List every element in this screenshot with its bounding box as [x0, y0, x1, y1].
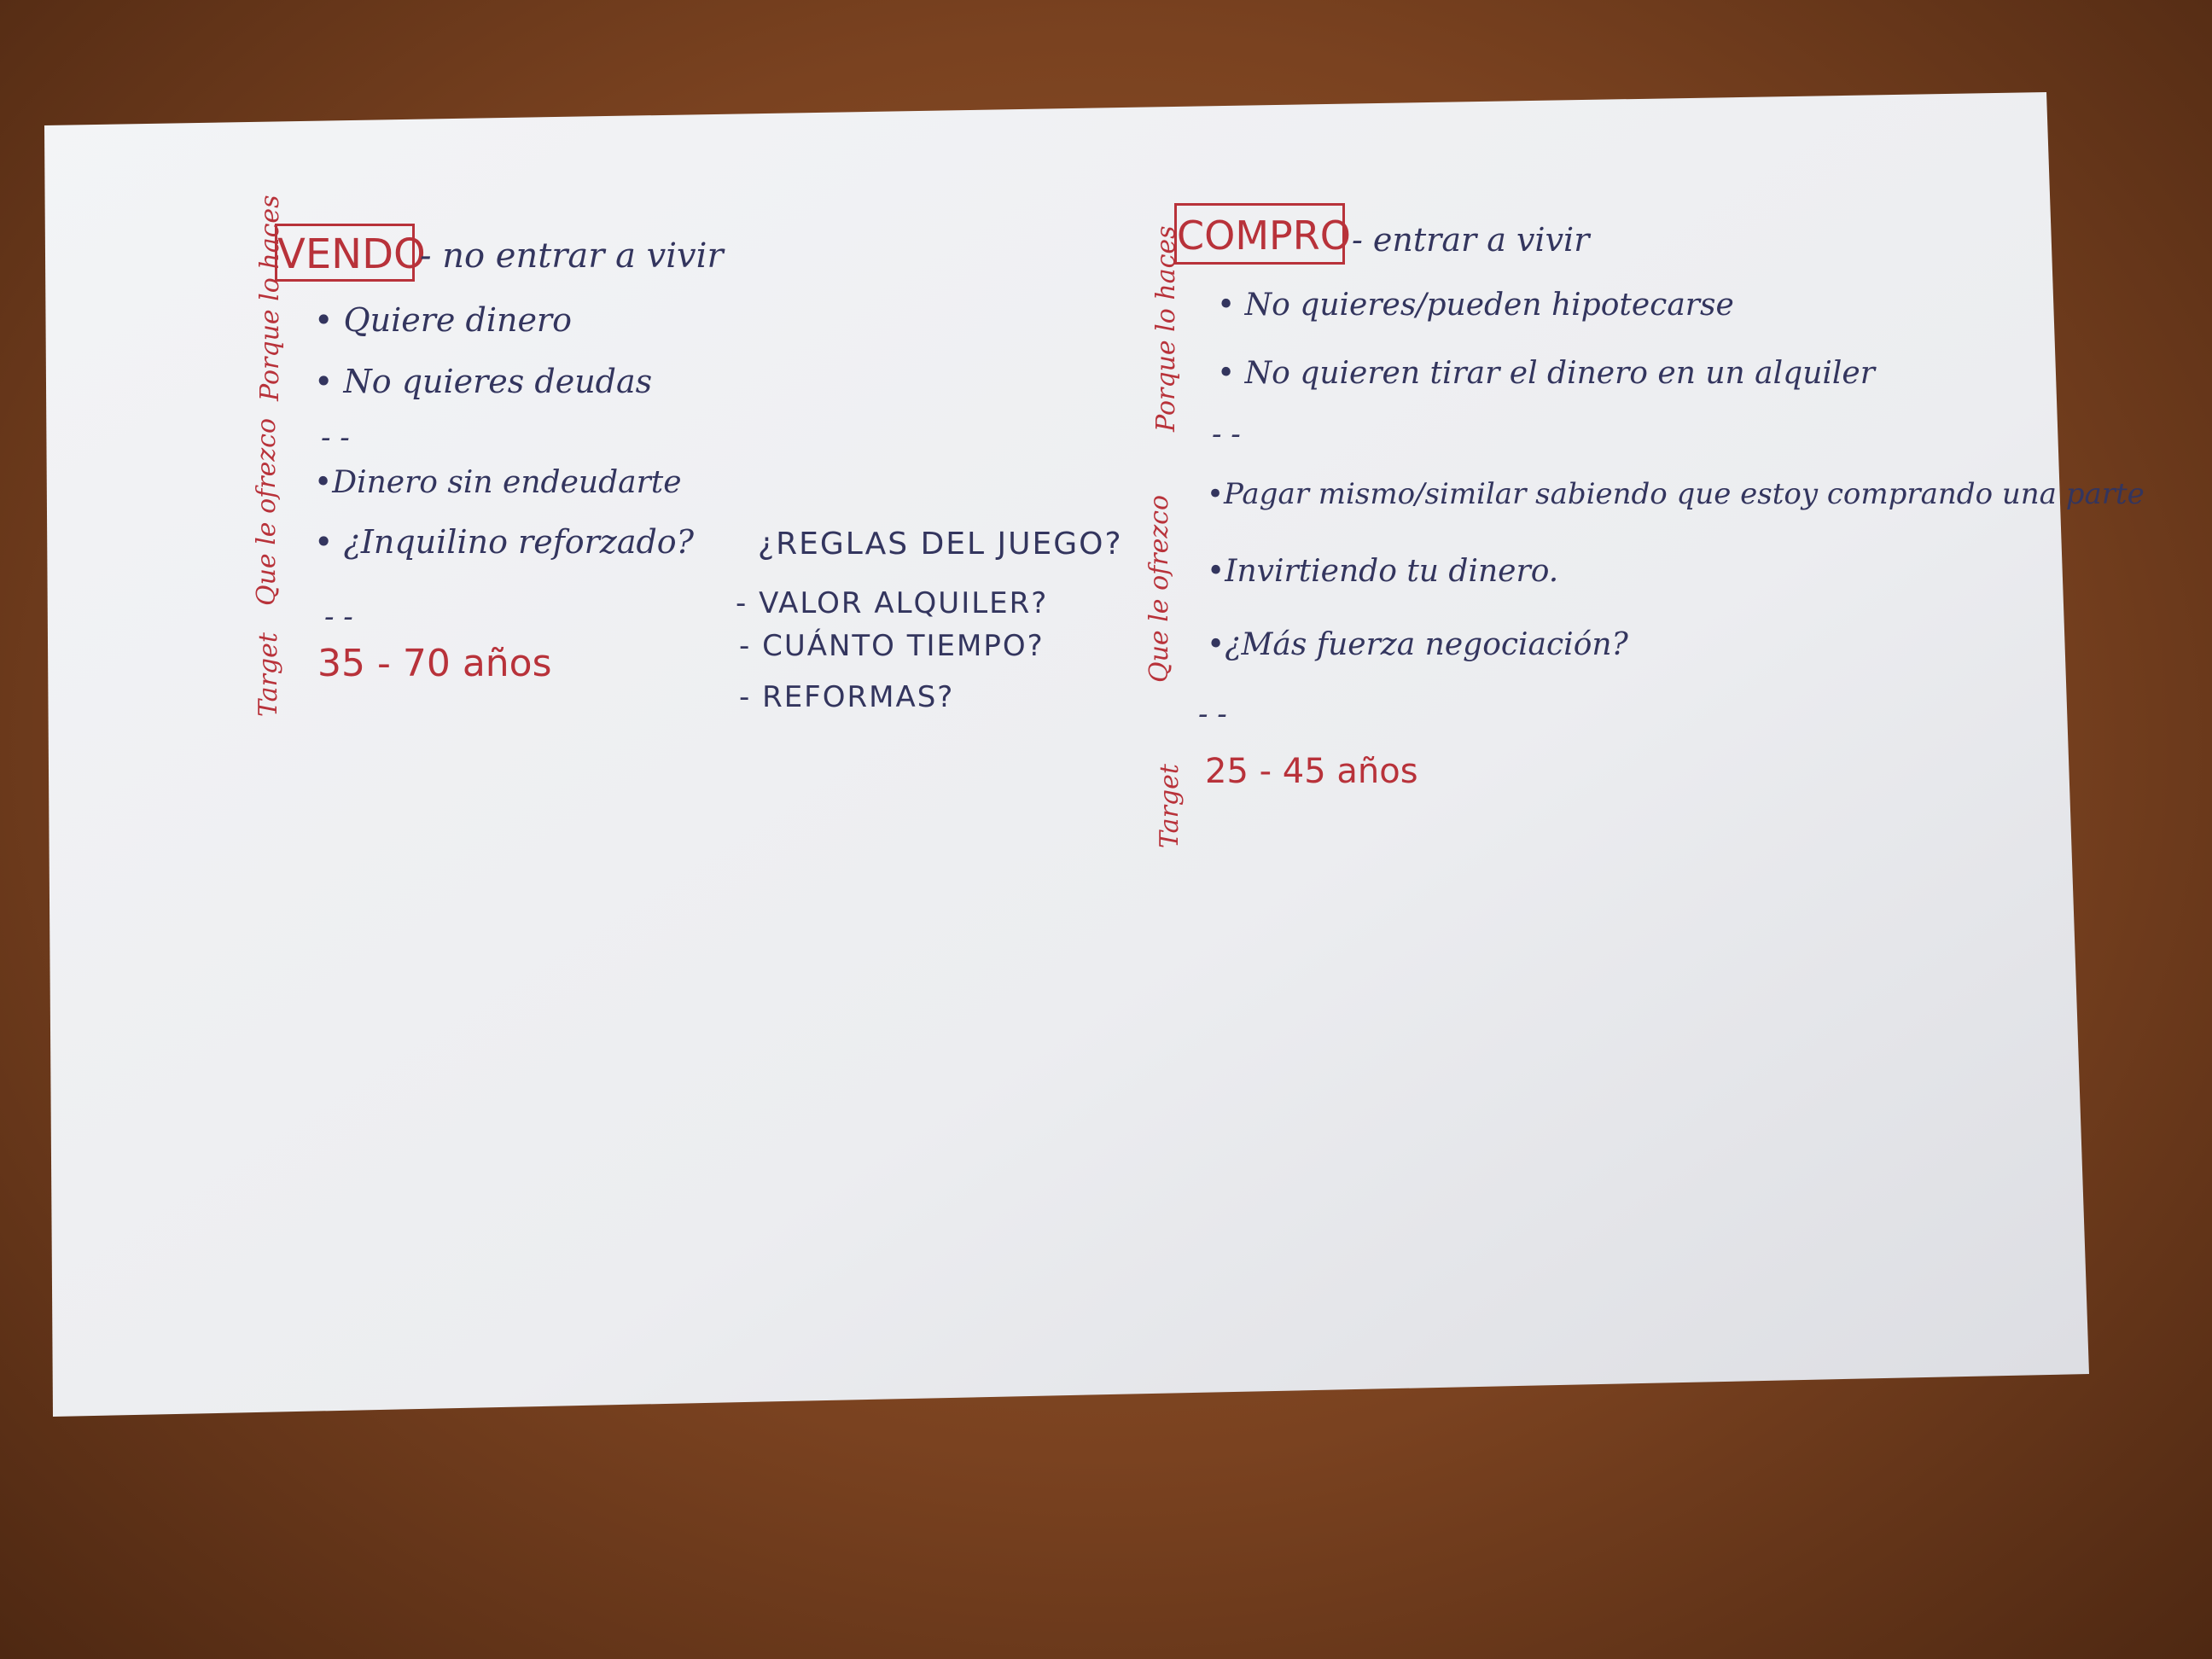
vendo-heading-box: VENDO	[275, 224, 426, 282]
rules-item-1: - VALOR ALQUILER?	[736, 586, 1049, 620]
compro-heading-box: COMPRO	[1174, 203, 1351, 265]
compro-heading: COMPRO	[1177, 212, 1351, 259]
vendo-offer-item-2: • ¿Inquilino reforzado?	[314, 523, 695, 561]
vendo-separator-2: - -	[324, 600, 353, 634]
compro-offer-label: Que le ofrezco	[1144, 494, 1174, 683]
vendo-offer-label: Que le ofrezco	[252, 417, 282, 606]
compro-why-item-2: • No quieren tirar el dinero en un alqui…	[1217, 356, 1875, 391]
compro-why-label: Porque lo haces	[1151, 225, 1181, 432]
rules-item-3: - REFORMAS?	[739, 680, 955, 714]
compro-heading-note: - entrar a vivir	[1352, 221, 1590, 259]
vendo-heading: VENDO	[277, 230, 426, 278]
compro-offer-item-3: •¿Más fuerza negociación?	[1207, 627, 1628, 662]
compro-target-value: 25 - 45 años	[1205, 752, 1418, 791]
compro-offer-item-2: •Invirtiendo tu dinero.	[1207, 554, 1559, 589]
compro-why-item-1: • No quieres/pueden hipotecarse	[1217, 288, 1734, 323]
compro-offer-item-1: •Pagar mismo/similar sabiendo que estoy …	[1207, 477, 2145, 511]
vendo-why-item-1: • Quiere dinero	[314, 301, 572, 339]
compro-target-label: Target	[1155, 764, 1185, 848]
vendo-why-label: Porque lo haces	[255, 195, 285, 401]
vendo-target-label: Target	[253, 632, 283, 717]
vendo-target-value: 35 - 70 años	[317, 642, 552, 685]
rules-title: ¿REGLAS DEL JUEGO?	[758, 527, 1123, 562]
compro-separator-2: - -	[1198, 697, 1227, 731]
vendo-heading-note: - no entrar a vivir	[420, 236, 724, 276]
compro-separator-1: - -	[1212, 417, 1241, 451]
vendo-offer-item-1: •Dinero sin endeudarte	[314, 465, 682, 500]
vendo-separator-1: - -	[321, 421, 350, 455]
vendo-why-item-2: • No quieres deudas	[314, 363, 653, 400]
rules-item-2: - CUÁNTO TIEMPO?	[739, 629, 1045, 663]
